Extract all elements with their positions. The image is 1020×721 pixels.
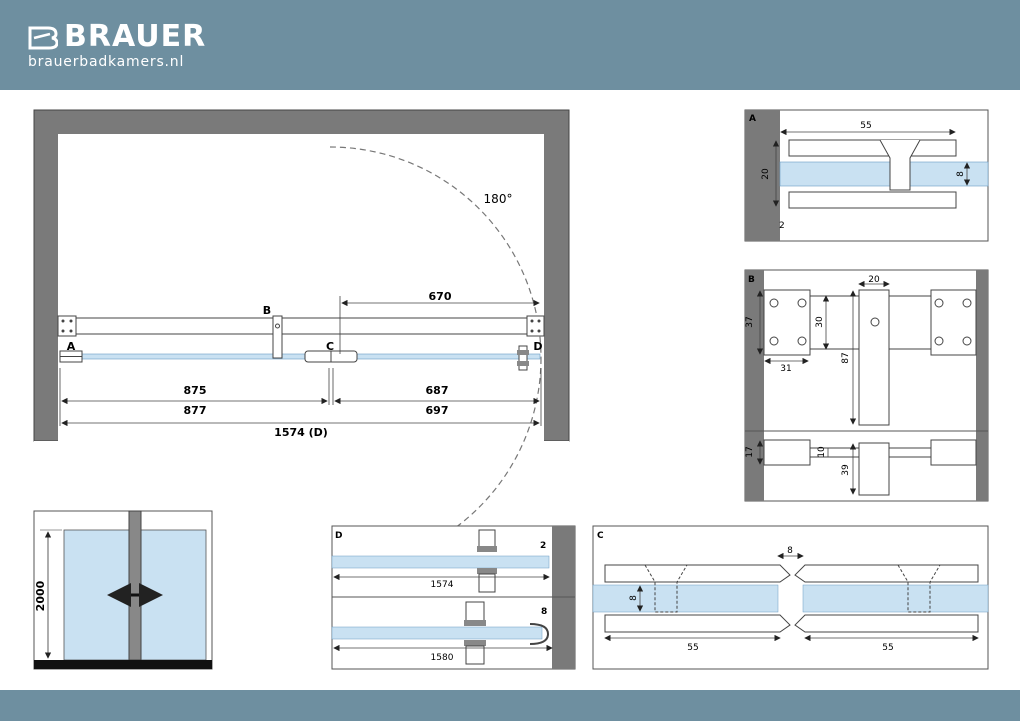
- detail-d-len1: 1574: [431, 580, 454, 590]
- dim-697: 697: [426, 404, 449, 417]
- dim-670: 670: [429, 290, 452, 303]
- angle-label: 180°: [484, 192, 513, 206]
- detail-d-gap: 2: [540, 541, 546, 551]
- detail-d-letter: D: [335, 531, 342, 541]
- footer-bar: [0, 690, 1020, 721]
- detail-b: B 20 37 30 31 87 17 10 39: [744, 269, 989, 502]
- dim-875: 875: [184, 384, 207, 397]
- detail-b-h10: 10: [817, 446, 827, 458]
- detail-a-gap: 2: [779, 221, 785, 231]
- detail-b-w31: 31: [780, 364, 791, 374]
- detail-a-glass: 8: [956, 171, 966, 177]
- dim-height: 2000: [34, 580, 47, 611]
- dim-total: 1574 (D): [274, 426, 328, 439]
- detail-b-w20: 20: [868, 275, 880, 285]
- detail-c-glass: 8: [629, 595, 639, 601]
- label-d: D: [533, 340, 542, 353]
- detail-b-h87: 87: [841, 352, 851, 363]
- brand-name: BRAUER: [64, 19, 207, 54]
- detail-c-right-width: 55: [882, 643, 893, 653]
- detail-a-height: 20: [761, 168, 771, 180]
- detail-c: C 8 8 55 55: [592, 525, 989, 670]
- detail-b-letter: B: [748, 275, 755, 285]
- brand-mark-icon: [28, 26, 58, 50]
- detail-d-len2: 1580: [431, 653, 454, 663]
- detail-c-left-width: 55: [687, 643, 698, 653]
- dim-687: 687: [426, 384, 449, 397]
- detail-c-letter: C: [597, 531, 604, 541]
- detail-d-glass: 8: [541, 607, 547, 617]
- detail-b-h17: 17: [745, 446, 755, 457]
- detail-b-h37: 37: [745, 316, 755, 327]
- brand-website: brauerbadkamers.nl: [28, 54, 185, 70]
- label-b: B: [263, 304, 271, 317]
- label-a: A: [67, 340, 76, 353]
- dim-877: 877: [184, 404, 207, 417]
- plan-view: 180° B A C D 670: [33, 109, 570, 529]
- detail-a-letter: A: [749, 114, 756, 124]
- detail-a: A 55 20 8 2: [744, 109, 989, 242]
- label-c: C: [326, 340, 334, 353]
- detail-a-width: 55: [860, 121, 871, 131]
- header-bar: BRAUER brauerbadkamers.nl: [0, 0, 1020, 90]
- detail-b-h39: 39: [841, 464, 851, 476]
- detail-c-gap: 8: [787, 546, 793, 556]
- detail-d: D 2 1574 8 1580: [331, 525, 576, 670]
- detail-b-h30: 30: [815, 316, 825, 328]
- front-elevation: 2000: [33, 510, 213, 670]
